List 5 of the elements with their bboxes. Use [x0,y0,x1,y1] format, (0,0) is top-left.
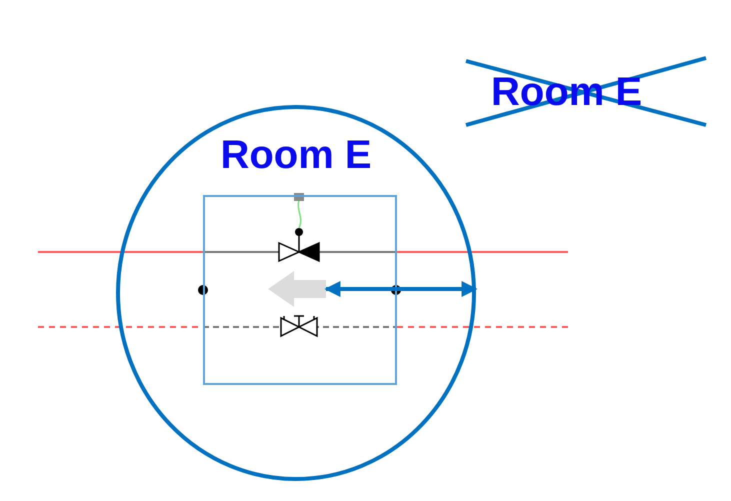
room-heading: Room E [220,135,372,175]
double-arrow [324,281,478,297]
room-circle [116,105,476,481]
valve-box [203,195,397,385]
direction-arrow [268,271,326,307]
